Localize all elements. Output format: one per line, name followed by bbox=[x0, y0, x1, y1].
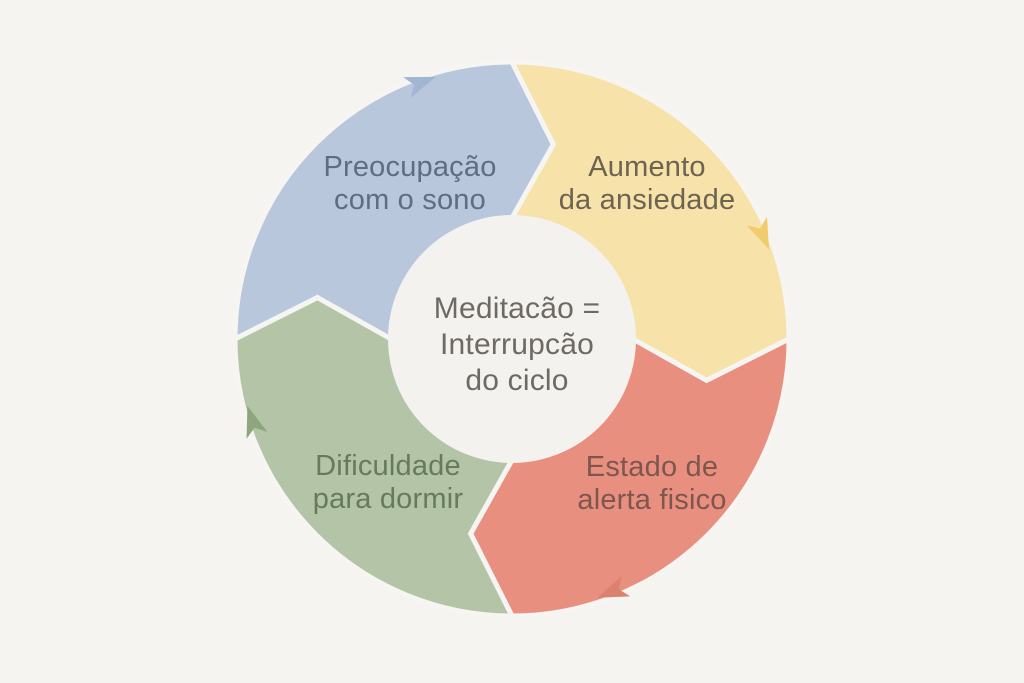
label-preocupacao: Preocupação com o sono bbox=[323, 151, 496, 217]
flow-arrow-top-icon bbox=[403, 76, 436, 98]
label-estado-line2: alerta fisico bbox=[577, 484, 727, 516]
flow-arrow-bottom-icon bbox=[597, 575, 631, 598]
label-aumento-line2: da ansiedade bbox=[558, 184, 736, 216]
center-label-line1: Meditacão = bbox=[433, 292, 601, 325]
label-aumento-line1: Aumento bbox=[588, 151, 706, 183]
label-preocupacao-line1: Preocupação bbox=[323, 151, 497, 183]
label-dificuldade: Dificuldade para dormir bbox=[313, 450, 463, 516]
center-label-line2: Interrupcão bbox=[440, 328, 594, 361]
center-circle bbox=[388, 215, 636, 463]
flow-arrow-left-icon bbox=[246, 405, 268, 439]
flow-arrow-right-icon bbox=[746, 216, 770, 250]
label-aumento: Aumento da ansiedade bbox=[559, 151, 736, 217]
label-estado-line1: Estado de bbox=[585, 451, 719, 483]
label-dificuldade-line2: para dormir bbox=[312, 483, 464, 515]
label-estado: Estado de alerta fisico bbox=[577, 451, 726, 517]
label-preocupacao-line2: com o sono bbox=[334, 184, 486, 216]
center-label: Meditacão = Interrupcão do ciclo bbox=[434, 291, 600, 399]
label-dificuldade-line1: Dificuldade bbox=[315, 450, 461, 482]
center-label-line3: do ciclo bbox=[465, 364, 569, 397]
